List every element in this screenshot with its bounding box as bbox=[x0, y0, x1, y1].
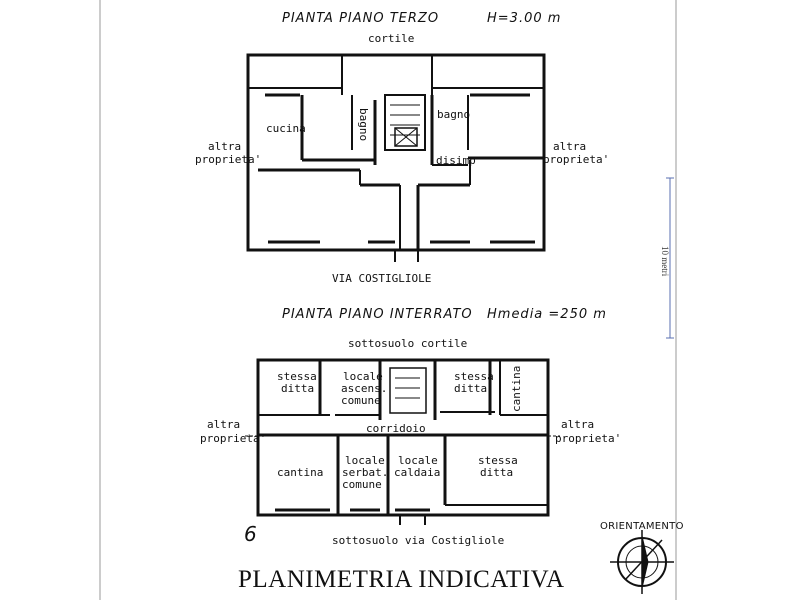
room-label-stessa-ditta-3: stessa bbox=[478, 454, 518, 467]
room-label-disimp: disimp bbox=[436, 154, 476, 167]
room-label-locale-ascens: ascens. bbox=[341, 382, 387, 395]
page-margin-lines bbox=[99, 0, 677, 600]
upper-outer-wall bbox=[246, 53, 546, 252]
room-label-stessa-ditta-1: ditta bbox=[281, 382, 314, 395]
room-label-bagno-left: bagno bbox=[357, 108, 370, 141]
upper-floor-plan bbox=[246, 53, 546, 262]
upper-left-label-1: altra bbox=[208, 140, 241, 153]
lower-outer-wall bbox=[256, 358, 550, 517]
room-label-locale-serbat: locale bbox=[345, 454, 385, 467]
room-label-locale-serbat: comune bbox=[342, 478, 382, 491]
room-label-stessa-ditta-2: ditta bbox=[454, 382, 487, 395]
room-label-locale-caldaia: caldaia bbox=[394, 466, 440, 479]
scale-bar-label: 10 metri bbox=[660, 246, 670, 277]
upper-right-label-2: proprieta' bbox=[543, 153, 609, 166]
lower-floor-plan bbox=[245, 358, 560, 525]
upper-stairwell bbox=[384, 94, 426, 151]
room-label-locale-ascens: comune bbox=[341, 394, 381, 407]
room-label-stessa-ditta-1: stessa bbox=[277, 370, 317, 383]
lower-top-label: sottosuolo cortile bbox=[348, 337, 467, 350]
lower-plan-title: PIANTA PIANO INTERRATO bbox=[282, 307, 473, 322]
room-label-stessa-ditta-2: stessa bbox=[454, 370, 494, 383]
room-label-cantina-top: cantina bbox=[510, 366, 523, 412]
lower-left-label-2: proprieta' bbox=[200, 432, 266, 445]
room-label-cantina: cantina bbox=[277, 466, 323, 479]
lower-left-label-1: altra bbox=[207, 418, 240, 431]
upper-right-label-1: altra bbox=[553, 140, 586, 153]
orientation-label: ORIENTAMENTO bbox=[600, 521, 684, 532]
room-label-bagno-right: bagno bbox=[437, 108, 470, 121]
orientation-compass-icon bbox=[610, 530, 674, 594]
document-title: PLANIMETRIA INDICATIVA bbox=[238, 566, 565, 593]
room-label-stessa-ditta-3: ditta bbox=[480, 466, 513, 479]
lower-plan-height: Hmedia =250 m bbox=[487, 307, 607, 322]
lower-bottom-label: sottosuolo via Costigliole bbox=[332, 534, 504, 547]
room-label-locale-ascens: locale bbox=[343, 370, 383, 383]
room-label-locale-caldaia: locale bbox=[398, 454, 438, 467]
upper-bottom-label: VIA COSTIGLIOLE bbox=[332, 272, 431, 285]
lower-right-label-2: proprieta' bbox=[555, 432, 621, 445]
upper-left-label-2: proprieta' bbox=[195, 153, 261, 166]
room-label-cucina: cucina bbox=[266, 122, 306, 135]
room-label-locale-serbat: serbat. bbox=[342, 466, 388, 479]
room-label-corridoio: corridoio bbox=[366, 422, 426, 435]
page-number: 6 bbox=[244, 522, 257, 546]
upper-top-label: cortile bbox=[368, 32, 414, 45]
upper-plan-title: PIANTA PIANO TERZO bbox=[282, 11, 439, 26]
upper-plan-height: H=3.00 m bbox=[487, 11, 561, 26]
lower-stairwell bbox=[389, 367, 427, 414]
lower-right-label-1: altra bbox=[561, 418, 594, 431]
